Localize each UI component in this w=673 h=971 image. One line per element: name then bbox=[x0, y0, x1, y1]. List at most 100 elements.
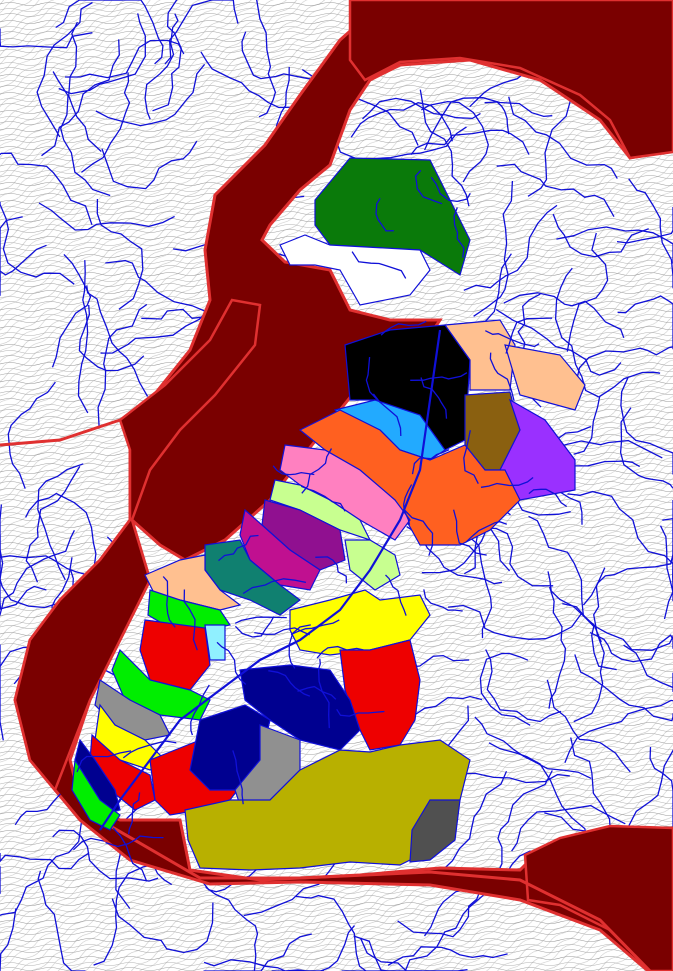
parcel-boundary-line bbox=[489, 352, 515, 402]
parcel-pink bbox=[279, 444, 411, 541]
parcel-boundary-line bbox=[385, 574, 407, 616]
parcel-boundary-line bbox=[503, 292, 625, 339]
parcel-boundary-line bbox=[183, 589, 198, 651]
parcel-boundary-line bbox=[411, 449, 450, 475]
parcel-boundary-line bbox=[473, 180, 514, 317]
parcel-violet bbox=[499, 398, 576, 501]
parcel-boundary-line bbox=[0, 201, 75, 285]
parcel-boundary-line bbox=[37, 463, 84, 581]
parcel-boundary-line bbox=[566, 232, 609, 352]
parcel-boundary-line bbox=[582, 544, 673, 606]
parcel-boundary-line bbox=[616, 207, 673, 244]
parcel-boundary-line bbox=[52, 829, 159, 882]
parcel-boundary-line bbox=[463, 430, 479, 484]
parcel-boundary-line bbox=[0, 216, 23, 297]
parcel-boundary-line bbox=[485, 649, 562, 723]
parcel-boundary-line bbox=[255, 0, 277, 118]
parcel-boundary-line bbox=[103, 0, 164, 65]
parcel-boundary-line bbox=[351, 251, 407, 279]
parcel-boundary-line bbox=[485, 330, 540, 348]
parcel-boundary-line bbox=[562, 602, 673, 651]
parcel-boundary-line bbox=[97, 303, 148, 427]
parcel-boundary-line bbox=[0, 152, 93, 225]
parcel-boundary-line bbox=[144, 13, 179, 120]
parcel-boundary-line bbox=[300, 485, 346, 512]
parcel-boundary-line bbox=[511, 804, 626, 852]
parcel-boundary-line bbox=[203, 933, 312, 971]
parcel-boundary-line bbox=[241, 31, 328, 89]
parcel-boundary-line bbox=[410, 372, 468, 381]
parcel-boundary-line bbox=[350, 102, 453, 142]
parcel-yellow-central bbox=[289, 589, 431, 656]
parcel-magenta bbox=[239, 508, 321, 591]
parcel-boundary-line bbox=[111, 898, 214, 954]
parcel-boundary-line bbox=[617, 295, 673, 350]
parcel-boundary-line bbox=[38, 202, 175, 231]
parcel-boundary-line bbox=[546, 679, 631, 773]
parcel-boundary-line bbox=[430, 176, 471, 203]
parcel-boundary-line bbox=[51, 253, 92, 368]
parcel-boundary-line bbox=[480, 476, 534, 488]
parcel-boundary-line bbox=[452, 509, 487, 556]
parcel-boundary-line bbox=[316, 645, 364, 659]
parcel-boundary-line bbox=[479, 652, 531, 726]
parcel-boundary-line bbox=[365, 357, 383, 404]
parcel-boundary-line bbox=[554, 267, 600, 398]
parcel-boundary-line bbox=[362, 97, 481, 120]
parcel-boundary-line bbox=[271, 925, 355, 971]
parcel-boundary-line bbox=[465, 521, 508, 543]
parcel-navy-central bbox=[239, 664, 361, 751]
parcel-boundary-line bbox=[234, 616, 275, 638]
parcel-boundary-line bbox=[623, 644, 673, 692]
parcel-boundary-line bbox=[205, 886, 259, 971]
parcel-boundary-line bbox=[52, 71, 111, 197]
parcel-boundary-line bbox=[200, 51, 305, 109]
parcel-boundary-line bbox=[548, 586, 567, 709]
parcel-boundary-line bbox=[556, 226, 673, 264]
parcel-boundary-line bbox=[122, 740, 177, 759]
parcel-boundary-line bbox=[95, 63, 206, 127]
parcel-black bbox=[344, 324, 471, 451]
parcel-boundary-line bbox=[7, 381, 56, 489]
parcel-boundary-line bbox=[619, 407, 673, 489]
parcel-boundary-line bbox=[86, 285, 149, 397]
parcel-boundary-line bbox=[55, 0, 123, 29]
parcel-boundary-line bbox=[387, 946, 508, 966]
parcel-boundary-line bbox=[272, 465, 315, 476]
parcel-boundary-line bbox=[419, 89, 470, 207]
parcel-boundary-line bbox=[453, 207, 465, 258]
parcel-boundary-line bbox=[505, 317, 553, 354]
parcel-boundary-line bbox=[96, 198, 144, 310]
parcel-boundary-line bbox=[649, 746, 673, 835]
parcel-boundary-line bbox=[190, 684, 210, 736]
parcel-boundary-line bbox=[564, 699, 673, 763]
parcel-boundary-line bbox=[380, 320, 427, 336]
parcel-boundary-line bbox=[567, 490, 673, 576]
parcel-boundary-line bbox=[463, 204, 558, 291]
parcel-boundary-line bbox=[0, 534, 47, 610]
parcel-boundary-line bbox=[128, 792, 141, 835]
parcel-boundary-line bbox=[0, 822, 83, 916]
parcel-boundary-line bbox=[360, 938, 468, 971]
parcel-boundary-line bbox=[397, 869, 483, 938]
parcel-boundary-line bbox=[353, 935, 422, 971]
parcel-boundary-line bbox=[423, 589, 463, 612]
parcel-boundary-line bbox=[375, 197, 394, 232]
parcel-boundary-line bbox=[424, 97, 553, 151]
parcel-boundary-line bbox=[404, 509, 434, 556]
parcel-boundary-line bbox=[315, 556, 348, 584]
parcel-boundary-line bbox=[508, 96, 618, 179]
parcel-boundary-line bbox=[295, 894, 367, 971]
parcel-boundary-line bbox=[162, 576, 176, 628]
parcel-boundary-line bbox=[268, 670, 311, 697]
parcel-boundary-line bbox=[105, 835, 164, 848]
parcel-boundary-line bbox=[37, 870, 86, 971]
outer-zone-left-wedge bbox=[13, 298, 262, 793]
parcel-boundary-line bbox=[76, 750, 132, 773]
parcel-boundary-line bbox=[420, 377, 448, 419]
parcel-boundary-line bbox=[496, 163, 615, 218]
parcel-boundary-line bbox=[101, 140, 198, 190]
parcel-boundary-line bbox=[410, 129, 530, 156]
